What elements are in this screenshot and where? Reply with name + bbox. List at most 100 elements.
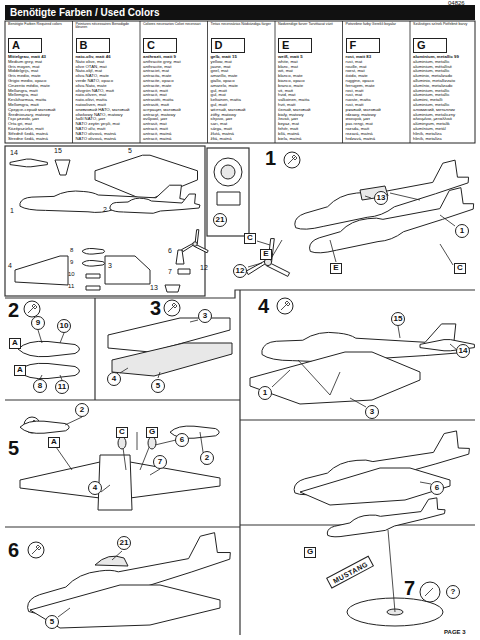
callout-number: 5	[151, 379, 165, 393]
callout-text: C	[247, 234, 253, 242]
step-number: 7	[404, 578, 415, 599]
callout-text: 11	[58, 383, 66, 391]
callout-text: 7	[158, 458, 162, 466]
color-name: žltá, matná	[211, 137, 232, 142]
color-name: sarı, mat	[211, 122, 228, 127]
color-key-box: D	[211, 38, 245, 53]
color-key-box: G	[413, 38, 447, 53]
callout-text: C	[147, 40, 155, 51]
part-number: 13	[150, 284, 158, 291]
color-name: Keskiharmaa, matta	[8, 98, 46, 103]
step1-illustration	[246, 152, 477, 276]
callout-text: 9	[36, 319, 40, 327]
part-number: 12	[200, 264, 208, 271]
callout-text: C	[457, 264, 463, 272]
callout-text: 2	[205, 454, 209, 462]
step-number: 6	[8, 540, 19, 561]
callout-text: G	[307, 548, 313, 556]
part-number: 10	[68, 271, 75, 277]
callout-text: 14	[459, 347, 468, 355]
column-heading: Colores necesarios Colori necessari	[143, 23, 205, 27]
callout-number: 2	[75, 403, 89, 417]
callout-number: 3	[365, 405, 379, 419]
color-table-grid	[73, 21, 411, 143]
color-name: blanco, mate	[278, 74, 303, 79]
color-name: pas rengi, mat	[346, 122, 373, 127]
column-heading: Tintas necessárias Nödvändiga färger	[211, 23, 273, 27]
callout-number: 9	[31, 316, 45, 330]
color-name: valkoinen, matta	[278, 98, 309, 103]
callout-text: 13	[377, 194, 386, 202]
part-number: 15	[54, 147, 62, 154]
step-number: 2	[8, 300, 19, 321]
callout-text: 21	[216, 216, 225, 224]
column-heading: Potrzebne farby Gerekli boyalar	[346, 23, 408, 27]
callout-text: G	[149, 428, 155, 436]
callout-number: 21	[117, 536, 132, 551]
callout-text: F	[350, 40, 357, 51]
callout-text: 3	[370, 408, 374, 416]
step-number: 5	[8, 438, 19, 459]
color-table	[5, 21, 475, 143]
callout-text: D	[215, 40, 223, 51]
callout-text: MUSTANG	[331, 560, 368, 584]
callout-text: 4	[112, 375, 116, 383]
callout-text: ?	[451, 588, 456, 596]
step-number: 4	[258, 296, 269, 317]
header-title: Benötigte Farben / Used Colors	[10, 7, 159, 18]
color-callout: E	[260, 249, 271, 260]
part-number: 7	[168, 268, 172, 275]
callout-text: A	[51, 438, 57, 446]
color-name: alumiini, metalli	[413, 98, 442, 103]
color-name: biela, matná	[278, 137, 301, 142]
color-name: Orta gri, mat	[8, 122, 32, 127]
stand-nameplate: MUSTANG	[326, 555, 374, 588]
color-key-box: C	[143, 38, 177, 53]
callout-text: A	[12, 40, 20, 51]
callout-text: 15	[394, 315, 403, 323]
callout-text: A	[17, 366, 23, 374]
step-number: 3	[150, 298, 161, 319]
callout-text: 8	[38, 382, 42, 390]
part-number: 9	[70, 259, 73, 265]
callout-text: 6	[435, 484, 439, 492]
callout-text: 4	[93, 484, 97, 492]
column-heading: Benötigte Farben Required colors	[8, 23, 70, 27]
part-number: 14	[10, 149, 18, 156]
part-number: 1	[10, 207, 14, 214]
callout-text: C	[119, 428, 125, 436]
color-callout: E	[330, 263, 341, 274]
page-code: 04826	[448, 0, 465, 6]
callout-number: 3	[198, 309, 212, 323]
color-callout: A	[9, 338, 21, 349]
color-name: antrasiitti, matta	[143, 98, 173, 103]
callout-text: 1	[263, 389, 267, 397]
color-name: keltainen, matta	[211, 98, 241, 103]
part-number: 5	[128, 147, 132, 154]
step2-illustration	[18, 301, 80, 380]
color-name: nato-oliivi, matta	[76, 98, 107, 103]
callout-number: 4	[88, 481, 102, 495]
callout-number: 10	[57, 319, 72, 334]
color-callout: A	[14, 365, 26, 376]
callout-number: 7	[153, 455, 167, 469]
step5-illustration	[20, 417, 220, 510]
callout-text: A	[12, 339, 18, 347]
color-name: beyaz, mat	[278, 122, 299, 127]
callout-number: 1	[455, 224, 469, 238]
part-number: 2	[103, 206, 107, 213]
callout-text: G	[417, 40, 426, 51]
callout-number: 11	[55, 380, 69, 394]
callout-number: 5	[45, 615, 59, 629]
column-heading: Nødvendige farver Tarvittavat värit	[278, 23, 340, 27]
color-callout: A	[48, 437, 60, 448]
callout-text: 2	[80, 406, 84, 414]
callout-number: 6	[175, 433, 189, 447]
color-key-box: B	[76, 38, 110, 53]
color-name: amarillo, mate	[211, 74, 238, 79]
callout-text: E	[282, 40, 289, 51]
color-name: antrasit, mat	[143, 122, 167, 127]
step3-illustration	[108, 300, 232, 378]
callout-text: 5	[156, 382, 160, 390]
